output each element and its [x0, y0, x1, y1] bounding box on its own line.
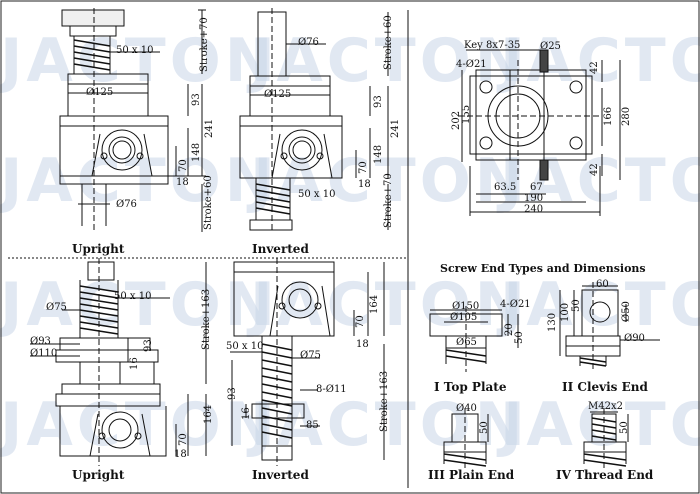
drawing-upright-top — [59, 8, 206, 232]
caption-clevis-end: II Clevis End — [562, 380, 648, 394]
dim-c-190: 190 — [524, 193, 544, 204]
dim-e-18: 18 — [356, 339, 369, 350]
dim-a-148: 148 — [191, 142, 202, 162]
dim-b-148: 148 — [373, 144, 384, 164]
dim-a-241: 241 — [204, 118, 215, 138]
caption-upright-top: Upright — [72, 242, 125, 256]
dim-c-key: Key 8x7-35 — [464, 40, 521, 51]
dim-f-d150: Ø150 — [452, 301, 480, 312]
dim-g-130: 130 — [547, 312, 558, 332]
watermark-row-1c: JACTON — [500, 26, 700, 96]
dim-i-m42: M42x2 — [588, 401, 623, 412]
watermark-row-2b: JACTON — [250, 146, 529, 216]
dim-f-hole: 4-Ø21 — [500, 299, 531, 310]
dim-c-67: 67 — [530, 182, 543, 193]
dim-e-stroke: Stroke+163 — [379, 370, 390, 432]
dim-d-70: 70 — [178, 433, 189, 446]
watermark-row-4b: JACTON — [250, 390, 529, 460]
dim-d-d75: Ø75 — [46, 302, 67, 313]
dim-d-screw: 50 x 10 — [114, 291, 152, 302]
dim-g-d90: Ø90 — [624, 333, 645, 344]
dim-a-stroke60: Stroke+60 — [203, 175, 214, 230]
caption-thread-end: IV Thread End — [556, 468, 654, 482]
dim-a-93: 93 — [191, 93, 202, 106]
drawing-upright-bottom — [30, 258, 207, 466]
dim-e-16: 16 — [241, 407, 252, 420]
dim-c-240: 240 — [524, 204, 544, 215]
watermark-row-3c: JACTON — [500, 270, 700, 340]
dim-b-70: 70 — [358, 161, 369, 174]
dim-f-d65: Ø65 — [456, 337, 477, 348]
dim-b-93: 93 — [373, 95, 384, 108]
drawing-plain-end — [443, 408, 489, 470]
dim-b-screw: 50 x 10 — [298, 189, 336, 200]
dim-d-93: 93 — [143, 339, 154, 352]
dim-c-166: 166 — [603, 106, 614, 126]
dim-c-63-5: 63.5 — [494, 182, 517, 193]
drawing-thread-end — [583, 408, 629, 470]
dim-g-100: 100 — [560, 302, 571, 322]
dim-e-85: 85 — [306, 420, 319, 431]
dim-c-d25: Ø25 — [540, 41, 561, 52]
dim-b-18: 18 — [358, 179, 371, 190]
dim-e-93: 93 — [227, 387, 238, 400]
dim-f-50: 50 — [514, 331, 525, 344]
dim-h-d40: Ø40 — [456, 403, 477, 414]
drawing-top-plate — [429, 306, 519, 372]
dim-d-18: 18 — [174, 449, 187, 460]
dim-e-d75: Ø75 — [300, 350, 321, 361]
drawing-inverted-top — [239, 8, 389, 232]
dim-b-d125: Ø125 — [264, 89, 292, 100]
dim-b-stroke70: Stroke+70 — [383, 173, 394, 228]
dim-a-stroke70: Stroke+70 — [199, 17, 210, 72]
dim-g-60: 60 — [596, 279, 609, 290]
dim-a-screw: 50 x 10 — [116, 45, 154, 56]
caption-upright-bottom: Upright — [72, 468, 125, 482]
dim-h-50: 50 — [479, 421, 490, 434]
dim-g-d50: Ø50 — [621, 301, 632, 322]
drawing-top-view — [458, 49, 621, 216]
dim-a-d76: Ø76 — [116, 199, 137, 210]
section-title-screw-end-types: Screw End Types and Dimensions — [440, 262, 646, 275]
dim-e-holes: 8-Ø11 — [316, 384, 347, 395]
dim-c-hole: 4-Ø21 — [456, 59, 487, 70]
dim-c-42b: 42 — [589, 163, 600, 176]
dim-d-16: 16 — [129, 357, 140, 370]
dim-a-70: 70 — [178, 159, 189, 172]
dim-d-164: 164 — [203, 404, 214, 424]
dim-c-155: 155 — [461, 104, 472, 124]
dim-f-d105: Ø105 — [450, 312, 478, 323]
drawing-inverted-bottom — [230, 258, 385, 466]
dim-a-d125: Ø125 — [86, 87, 114, 98]
watermark-row-3: JACTON — [0, 270, 279, 340]
dim-d-stroke: Stroke+163 — [201, 288, 212, 350]
dim-e-70: 70 — [355, 315, 366, 328]
dim-c-280: 280 — [621, 106, 632, 126]
dim-a-18: 18 — [176, 177, 189, 188]
caption-top-plate: I Top Plate — [434, 380, 507, 394]
watermark-row-1b: JACTON — [250, 26, 529, 96]
caption-inverted-bottom: Inverted — [252, 468, 309, 482]
dim-b-stroke60: Stroke+60 — [383, 15, 394, 70]
dim-d-d93: Ø93 — [30, 336, 51, 347]
dim-b-d76: Ø76 — [298, 37, 319, 48]
watermark-row-3b: JACTON — [250, 270, 529, 340]
dim-c-42a: 42 — [589, 61, 600, 74]
dim-d-d110: Ø110 — [30, 348, 58, 359]
caption-plain-end: III Plain End — [428, 468, 515, 482]
dim-e-164: 164 — [369, 294, 380, 314]
drawing-clevis-end — [559, 282, 660, 372]
dim-i-50: 50 — [619, 421, 630, 434]
dim-e-screw: 50 x 10 — [226, 341, 264, 352]
caption-inverted-top: Inverted — [252, 242, 309, 256]
dim-g-50: 50 — [571, 299, 582, 312]
dim-b-241: 241 — [390, 118, 401, 138]
